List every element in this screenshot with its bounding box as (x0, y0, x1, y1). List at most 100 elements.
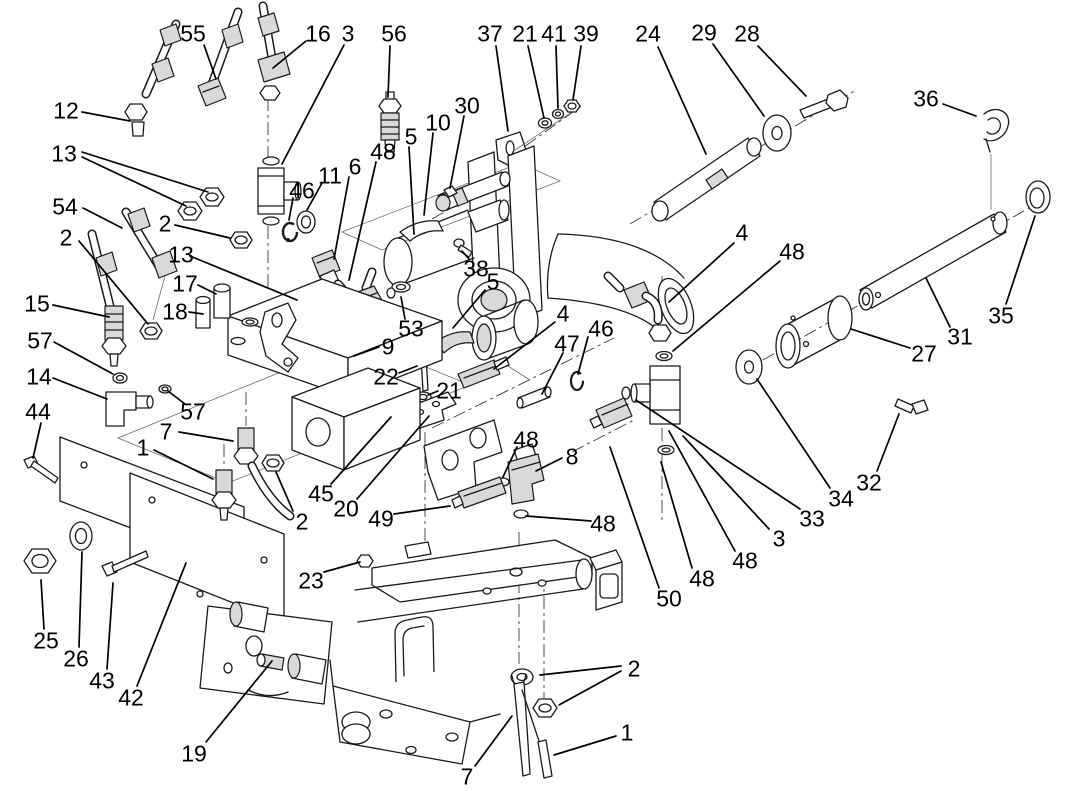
leader-line-13-2 (189, 255, 298, 301)
leader-line-37 (495, 45, 509, 132)
callout-30: 30 (454, 92, 480, 118)
callout-5-2: 5 (487, 268, 500, 294)
elbow-8 (507, 443, 545, 505)
callout-1: 1 (137, 434, 150, 460)
callout-34: 34 (828, 485, 854, 511)
leader-line-38 (461, 250, 470, 260)
bolt-28 (799, 89, 849, 119)
leader-line-56 (387, 45, 391, 98)
washer-2-d (510, 668, 534, 686)
hub-casting (457, 267, 531, 333)
callout-9: 9 (382, 333, 395, 359)
lock-washer-41 (551, 108, 565, 120)
callout-48-3: 48 (590, 510, 616, 536)
callout-41: 41 (541, 20, 567, 46)
rod-1-b (521, 689, 553, 779)
callout-33: 33 (799, 505, 825, 531)
callout-26: 26 (63, 645, 89, 671)
snap-ring-46-a (281, 221, 299, 243)
callout-53: 53 (398, 315, 424, 341)
leader-line-26 (78, 551, 83, 648)
leader-line-21 (527, 45, 545, 119)
callout-48-2: 48 (513, 426, 539, 452)
callout-43: 43 (89, 667, 115, 693)
callout-28: 28 (734, 20, 760, 46)
tee-fitting-3-right (630, 365, 681, 425)
leader-line-28 (757, 45, 807, 97)
hose-12 (124, 19, 182, 137)
leader-line-46-2 (577, 336, 589, 375)
tube-31 (858, 211, 1008, 311)
callout-17: 17 (172, 270, 198, 296)
callout-5: 5 (405, 123, 418, 149)
callout-48-4: 48 (779, 238, 805, 264)
callout-18: 18 (162, 298, 188, 324)
callout-23: 23 (298, 567, 324, 593)
leader-line-55 (203, 44, 217, 80)
leader-line-22 (398, 365, 418, 374)
pin-7-b (511, 673, 531, 777)
nut-2-c (261, 454, 285, 472)
callout-36: 36 (913, 85, 939, 111)
callout-12: 12 (53, 97, 79, 123)
callout-14: 14 (26, 363, 52, 389)
fitting-50 (589, 397, 633, 429)
leader-line-57-2 (167, 390, 186, 405)
callout-37: 37 (477, 20, 503, 46)
callout-55: 55 (180, 20, 206, 46)
leader-line-2-2 (174, 224, 231, 239)
leader-line-7-2 (474, 715, 513, 767)
oring-48-f (513, 509, 529, 519)
leader-line-35 (1005, 215, 1036, 305)
pin-30 (437, 185, 458, 198)
callout-19: 19 (181, 740, 207, 766)
leader-line-2-4 (558, 670, 622, 706)
elbow-4-right (603, 271, 672, 342)
leader-line-11 (306, 182, 323, 211)
leader-line-13 (81, 151, 209, 193)
callout-4: 4 (557, 300, 570, 326)
callout-22: 22 (373, 363, 399, 389)
washer-26 (69, 521, 93, 551)
leader-line-23 (323, 561, 361, 573)
oring-57-a (112, 372, 128, 384)
callout-56: 56 (381, 20, 407, 46)
leader-line-48-4 (672, 260, 781, 352)
leader-line-46 (288, 197, 294, 221)
leader-line-48-5 (668, 430, 736, 552)
coupler-56 (378, 91, 402, 153)
cylinder-barrel (383, 199, 510, 287)
callout-2-4: 2 (628, 655, 641, 681)
callout-8: 8 (566, 443, 579, 469)
callout-31: 31 (947, 323, 973, 349)
callout-42: 42 (118, 684, 144, 710)
leader-line-50 (609, 446, 660, 589)
callout-2-2: 2 (159, 210, 172, 236)
callout-27: 27 (911, 340, 937, 366)
leader-line-49 (393, 505, 451, 515)
fitting-7-a (233, 427, 295, 521)
hose-54 (121, 207, 178, 321)
leader-line-45 (330, 416, 392, 485)
leader-line-2-4 (539, 665, 622, 676)
callout-6: 6 (349, 153, 362, 179)
callout-38: 38 (463, 255, 489, 281)
leader-line-43 (106, 582, 114, 670)
nut-2-e (532, 698, 558, 718)
bolt-43 (101, 550, 149, 577)
callout-44: 44 (25, 398, 51, 424)
bolt-32 (894, 398, 929, 415)
leader-line-32 (876, 413, 900, 472)
callout-7: 7 (160, 418, 173, 444)
leader-line-24 (657, 46, 707, 155)
leader-line-10 (423, 132, 434, 216)
fitting-49 (451, 476, 507, 509)
leader-line-30 (449, 115, 465, 189)
ring-washer-35 (1025, 180, 1051, 214)
leader-line-12 (81, 111, 131, 122)
leader-line-29 (712, 43, 765, 117)
oring-53 (386, 281, 411, 299)
leader-line-17 (197, 284, 217, 295)
frame-weldment (329, 539, 623, 765)
